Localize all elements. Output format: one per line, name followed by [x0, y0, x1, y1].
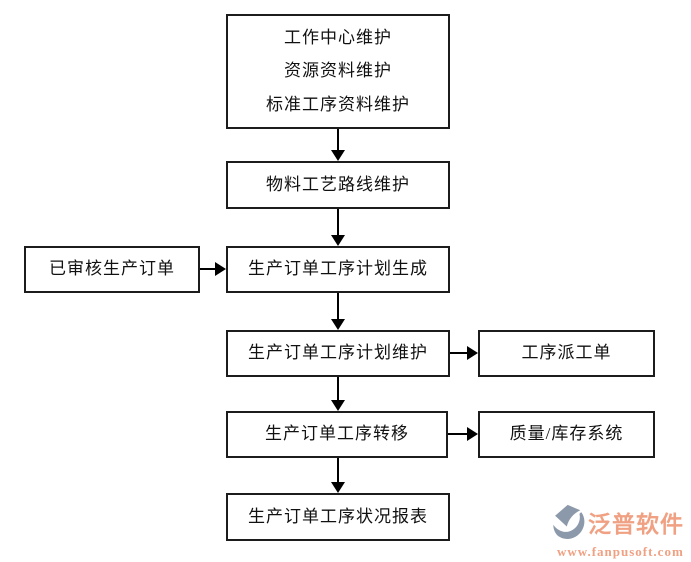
arrow-right-icon — [200, 261, 226, 277]
arrow-down-icon — [330, 293, 346, 330]
flow-box-label: 生产订单工序转移 — [265, 424, 409, 444]
fanpu-logo-icon — [553, 504, 586, 545]
flow-box-label: 物料工艺路线维护 — [266, 174, 410, 194]
flow-box-line: 资源资料维护 — [284, 61, 392, 81]
arrow-right-icon — [448, 426, 478, 442]
flow-box-status-report: 生产订单工序状况报表 — [226, 493, 450, 541]
flow-box-label: 工序派工单 — [521, 343, 612, 363]
flow-box-label: 质量/库存系统 — [509, 424, 624, 444]
flow-box-transfer: 生产订单工序转移 — [226, 411, 448, 458]
flow-box-approved-order: 已审核生产订单 — [24, 246, 200, 293]
flow-box-label: 生产订单工序计划维护 — [248, 343, 428, 363]
flow-box-plan-generate: 生产订单工序计划生成 — [226, 246, 450, 293]
flow-box-plan-maintain: 生产订单工序计划维护 — [226, 330, 450, 377]
arrow-down-icon — [330, 458, 346, 493]
flow-box-label: 已审核生产订单 — [49, 259, 175, 279]
arrow-down-icon — [330, 129, 346, 161]
arrow-right-icon — [450, 345, 478, 361]
fanpu-brand-text: 泛普软件 — [588, 511, 684, 537]
fanpu-watermark: 泛普软件 www.fanpusoft.com — [553, 504, 691, 560]
fanpu-website-text: www.fanpusoft.com — [557, 544, 684, 559]
flow-box-dispatch-order: 工序派工单 — [478, 330, 655, 377]
flow-box-routing-maintain: 物料工艺路线维护 — [226, 161, 450, 209]
arrow-down-icon — [330, 209, 346, 246]
flow-box-master-data: 工作中心维护 资源资料维护 标准工序资料维护 — [226, 14, 450, 129]
arrow-down-icon — [330, 377, 346, 411]
flow-box-line: 标准工序资料维护 — [266, 94, 410, 114]
flow-box-label: 生产订单工序计划生成 — [248, 259, 428, 279]
flow-box-line: 工作中心维护 — [284, 27, 392, 47]
flow-box-quality-inventory: 质量/库存系统 — [478, 411, 655, 458]
flow-box-label: 生产订单工序状况报表 — [248, 506, 428, 526]
